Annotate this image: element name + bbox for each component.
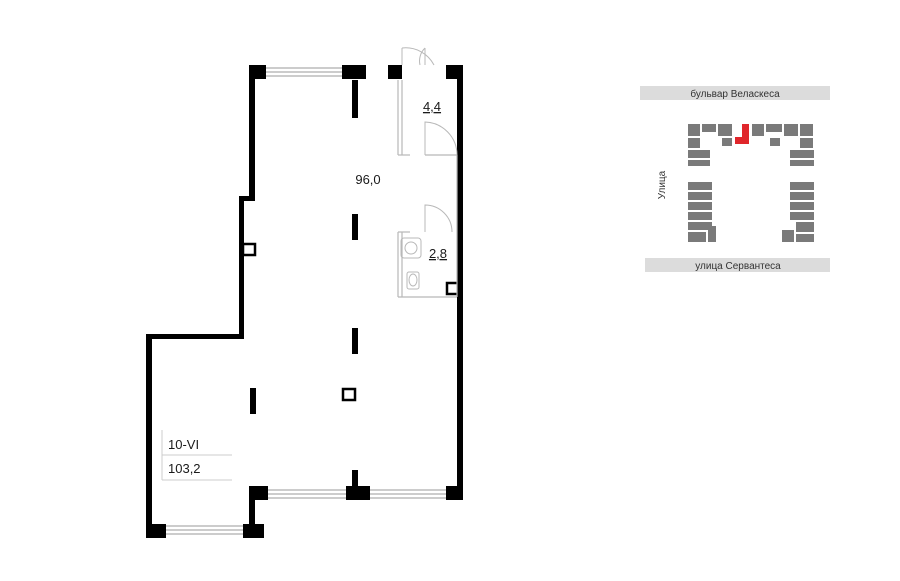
column-boxes xyxy=(241,242,460,402)
columns xyxy=(250,80,358,414)
site-map: бульвар Веласкеса улица Сервантеса Улица xyxy=(640,86,830,272)
room-area-vestibule: 4,4 xyxy=(423,99,441,114)
windows xyxy=(165,67,447,535)
room-area-main: 96,0 xyxy=(355,172,380,187)
wc-fixtures xyxy=(400,237,422,290)
street-top-label: бульвар Веласкеса xyxy=(690,88,780,100)
street-bottom-label: улица Сервантеса xyxy=(695,261,781,272)
street-bottom xyxy=(645,258,830,272)
unit-info: 10-VI 103,2 xyxy=(161,430,232,481)
doors xyxy=(401,47,458,233)
street-left-label: Улица xyxy=(657,170,668,199)
unit-id: 10-VI xyxy=(168,437,199,452)
building-blocks xyxy=(688,124,814,242)
outer-walls xyxy=(146,65,463,538)
floor-plan: 96,0 4,4 2,8 10-VI 103,2 xyxy=(146,47,463,538)
unit-total-area: 103,2 xyxy=(168,461,201,476)
room-area-wc: 2,8 xyxy=(429,246,447,261)
highlighted-unit-notch xyxy=(735,124,742,137)
street-top xyxy=(640,86,830,100)
partitions xyxy=(397,80,458,298)
